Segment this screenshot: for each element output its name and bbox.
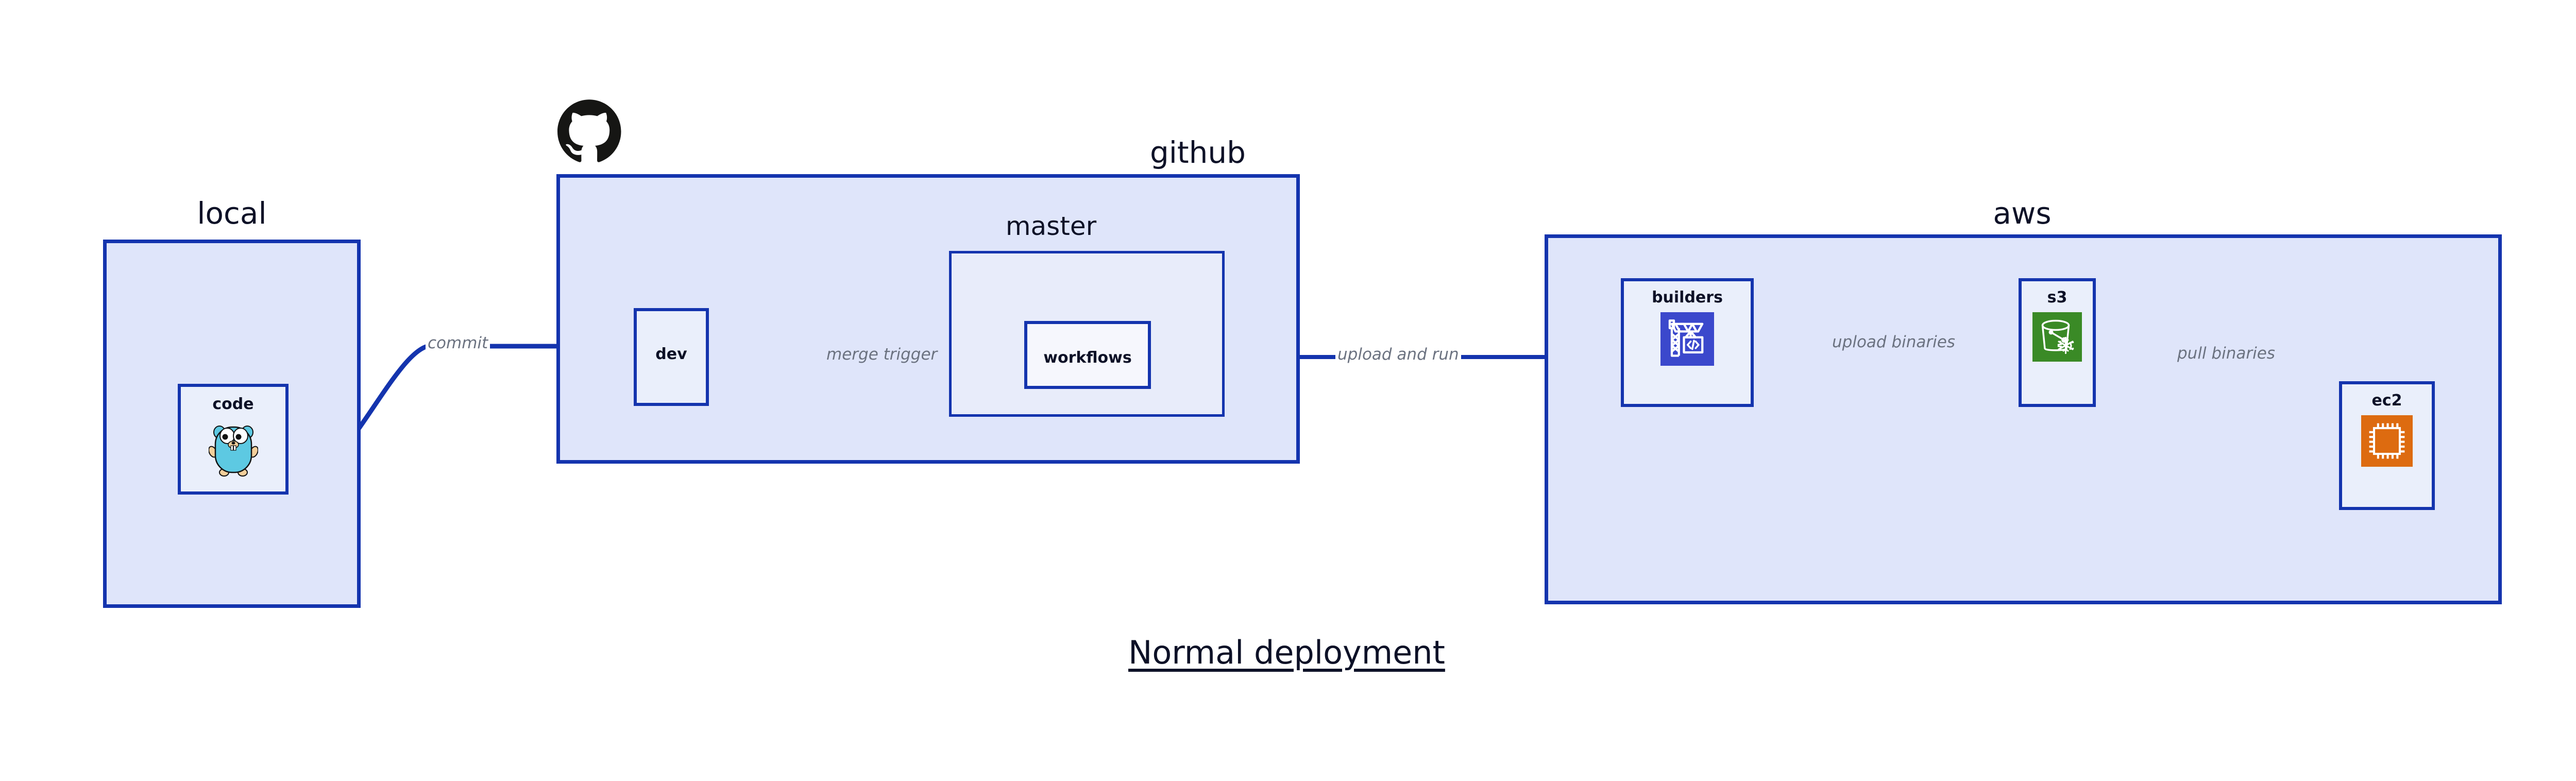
node-ec2[interactable]: ec2: [2339, 381, 2435, 510]
zone-label-github: github: [1149, 135, 1246, 170]
node-builders-label: builders: [1652, 288, 1723, 307]
go-gopher-icon: [208, 420, 259, 479]
node-dev[interactable]: dev: [634, 308, 709, 406]
edge-label-merge-trigger: merge trigger: [824, 345, 940, 364]
subzone-label-master: master: [1005, 211, 1097, 241]
node-code[interactable]: code: [178, 384, 289, 495]
edge-label-upload-and-run: upload and run: [1335, 345, 1461, 364]
node-workflows[interactable]: workflows: [1024, 321, 1151, 389]
github-octocat-logo: [557, 99, 621, 165]
diagram-title: Normal deployment: [1128, 634, 1445, 671]
node-ec2-label: ec2: [2371, 392, 2402, 410]
node-dev-label: dev: [655, 345, 687, 363]
edge-label-upload-binaries: upload binaries: [1830, 333, 1957, 351]
zone-label-aws: aws: [1993, 196, 2052, 231]
zone-label-local: local: [197, 196, 267, 231]
node-s3-label: s3: [2047, 288, 2067, 307]
node-s3[interactable]: s3: [2019, 278, 2096, 407]
aws-codebuild-icon: [1660, 312, 1714, 368]
node-builders[interactable]: builders: [1621, 278, 1754, 407]
node-workflows-label: workflows: [1043, 349, 1132, 367]
aws-s3-glacier-icon: [2032, 312, 2082, 364]
edge-label-commit: commit: [426, 334, 490, 352]
aws-ec2-icon: [2361, 415, 2413, 469]
edge-label-pull-binaries: pull binaries: [2175, 344, 2277, 363]
node-code-label: code: [212, 395, 254, 413]
